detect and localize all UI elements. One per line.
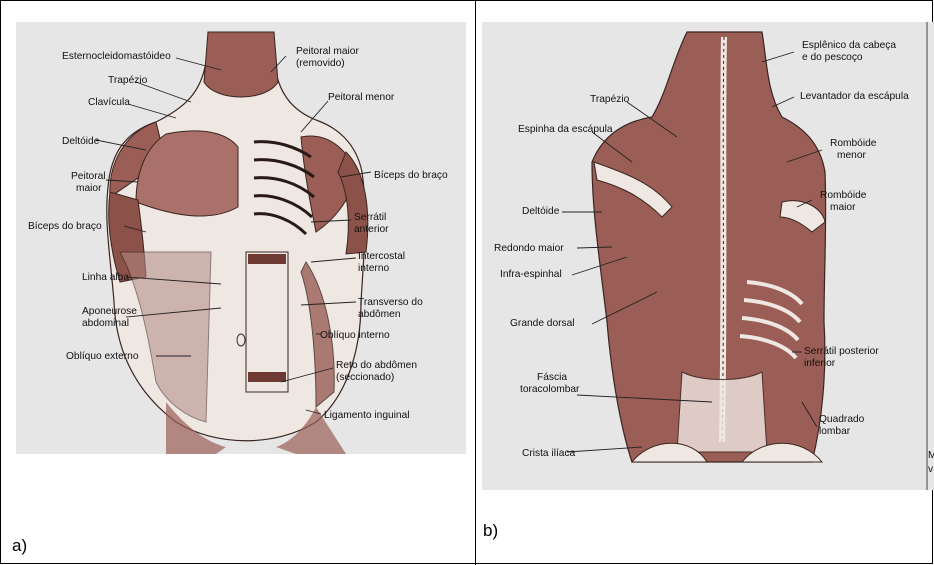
label-ligamento-inguinal: Ligamento inguinal	[324, 410, 410, 421]
thoracolumbar-fascia	[677, 372, 767, 452]
label-serratil-line2: anterior	[354, 224, 389, 235]
panel-letter-b: b)	[483, 521, 498, 541]
label-reto-line2: (seccionado)	[336, 372, 394, 383]
label-peitoral-removido-line1: Peitoral maior	[296, 46, 359, 57]
label-deltoide: Deltóide	[62, 136, 100, 147]
label-intercostal-line2: interno	[358, 263, 389, 274]
label-romboide-maior-line1: Rombóide	[820, 190, 867, 201]
label-fascia-line2: toracolombar	[520, 384, 580, 395]
rectus-abdominis	[246, 252, 288, 392]
label-linha-alba: Linha alba	[82, 272, 129, 283]
label-serratil-line1: Serrátil	[354, 212, 386, 223]
label-peitoral-removido-line2: (removido)	[296, 58, 345, 69]
label-esternocleidomastoideo: Esternocleidomastóideo	[62, 51, 171, 62]
label-romboide-menor-line1: Rombóide	[830, 138, 877, 149]
label-obliquo-externo: Oblíquo externo	[66, 351, 139, 362]
label-biceps-right: Bíceps do braço	[374, 170, 448, 181]
label-trapezio-b: Trapézio	[590, 94, 630, 105]
rectus-top-cut	[248, 254, 286, 264]
label-edge-cut-2: v	[928, 464, 934, 475]
label-peitoral-menor: Peitoral menor	[328, 92, 395, 103]
label-transverso-line1: Transverso do	[358, 297, 423, 308]
label-serratil-post-line1: Serrátil posterior	[804, 346, 879, 357]
panel-letter-a: a)	[12, 536, 27, 556]
label-serratil-post-line2: inferior	[804, 358, 836, 369]
label-intercostal-line1: Intercostal	[358, 251, 405, 262]
anterior-muscles-panel: Esternocleidomastóideo Trapézio Clavícul…	[16, 22, 466, 454]
anterior-muscles-illustration: Esternocleidomastóideo Trapézio Clavícul…	[16, 22, 466, 454]
label-deltoide-b: Deltóide	[522, 206, 560, 217]
label-grande-dorsal: Grande dorsal	[510, 318, 575, 329]
label-aponeurose-line2: abdominal	[82, 318, 129, 329]
neck-muscles	[204, 32, 278, 97]
label-clavicula: Clavícula	[88, 97, 130, 108]
label-romboide-maior-line2: maior	[830, 202, 856, 213]
label-peitoral-maior-line1: Peitoral	[71, 171, 106, 182]
label-trapezio: Trapézio	[108, 75, 148, 86]
label-levantador: Levantador da escápula	[800, 91, 909, 102]
posterior-muscles-panel: Esplênico da cabeça e do pescoço Trapézi…	[482, 22, 934, 490]
label-esplenico-line2: e do pescoço	[802, 52, 863, 63]
label-infra-espinhal: Infra-espinhal	[500, 269, 562, 280]
label-peitoral-maior-line2: maior	[76, 183, 102, 194]
label-esplenico-line1: Esplênico da cabeça	[802, 40, 896, 51]
rectus-bottom-cut	[248, 372, 286, 382]
label-romboide-menor-line2: menor	[837, 150, 866, 161]
label-espinha-escapula: Espinha da escápula	[518, 124, 613, 135]
label-quadrado-line2: lombar	[819, 426, 851, 437]
label-crista-iliaca: Crista ilíaca	[522, 448, 576, 459]
label-reto-line1: Reto do abdômen	[336, 360, 417, 371]
label-fascia-line1: Fáscia	[537, 372, 567, 383]
label-transverso-line2: abdômen	[358, 309, 400, 320]
label-biceps-left: Bíceps do braço	[28, 221, 102, 232]
label-aponeurose-line1: Aponeurose	[82, 306, 137, 317]
label-obliquo-interno: Oblíquo interno	[320, 330, 390, 341]
posterior-muscles-illustration: Esplênico da cabeça e do pescoço Trapézi…	[482, 22, 934, 490]
panel-divider	[475, 0, 476, 565]
label-edge-cut-1: M	[928, 450, 934, 461]
label-quadrado-line1: Quadrado	[819, 414, 865, 425]
label-redondo: Redondo maior	[494, 243, 564, 254]
